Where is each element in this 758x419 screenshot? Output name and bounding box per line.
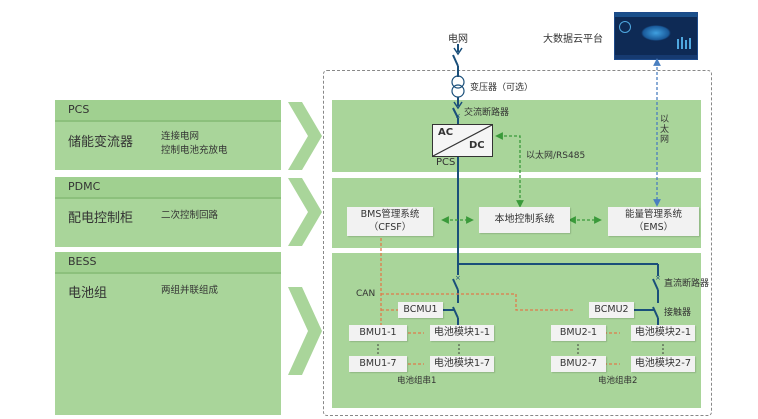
pcs-dc-label: DC bbox=[469, 140, 485, 151]
bcmu2-label: BCMU2 bbox=[594, 304, 629, 315]
bms-system-label: BMS管理系统 bbox=[360, 209, 420, 220]
bcmu1-label: BCMU1 bbox=[403, 304, 438, 315]
bmu1-1-box: BMU1-1 bbox=[349, 325, 407, 341]
panel-bess-desc-line1: 两组并联组成 bbox=[161, 285, 219, 296]
battery-module1-7-label: 电池模块1-7 bbox=[433, 358, 491, 369]
battery-module1-1-label: 电池模块1-1 bbox=[433, 327, 491, 338]
bmu2-7-label: BMU2-7 bbox=[559, 358, 598, 369]
panel-bess-code: BESS bbox=[55, 252, 281, 274]
svg-text:×: × bbox=[455, 274, 461, 282]
pcs-converter-box: AC DC bbox=[432, 124, 493, 157]
panel-pdmc-desc-line1: 二次控制回路 bbox=[161, 210, 219, 221]
chevron-right-icon bbox=[288, 178, 322, 246]
panel-pcs: PCS 储能变流器 连接电网 控制电池充放电 bbox=[55, 100, 281, 170]
converter-diagonal-icon bbox=[433, 125, 492, 156]
chevron-right-icon bbox=[288, 102, 322, 170]
battery-module2-1-label: 电池模块2-1 bbox=[634, 327, 692, 338]
panel-pdmc-name: 配电控制柜 bbox=[68, 211, 134, 226]
bmu1-1-label: BMU1-1 bbox=[359, 327, 397, 338]
ethernet-vertical-label: 以太网 bbox=[660, 115, 670, 145]
panel-pcs-desc-line2: 控制电池充放电 bbox=[161, 145, 228, 156]
panel-pcs-code: PCS bbox=[55, 100, 281, 122]
ac-breaker-label: 交流断路器 bbox=[464, 108, 510, 118]
pcs-link-label: 以太网/RS485 bbox=[526, 151, 586, 161]
battery-module2-7-box: 电池模块2-7 bbox=[631, 356, 695, 372]
power-line bbox=[443, 44, 659, 332]
bmu1-7-label: BMU1-7 bbox=[359, 358, 397, 369]
battery-module1-7-box: 电池模块1-7 bbox=[430, 356, 494, 372]
pcs-label: PCS bbox=[436, 157, 456, 168]
svg-text:×: × bbox=[455, 112, 461, 120]
string2-caption: 电池组串2 bbox=[598, 376, 638, 386]
bmu2-1-label: BMU2-1 bbox=[559, 327, 598, 338]
panel-bess: BESS 电池组 两组并联组成 bbox=[55, 252, 281, 415]
system-boundary bbox=[323, 70, 712, 416]
battery-module1-1-box: 电池模块1-1 bbox=[430, 325, 494, 341]
local-control-box: 本地控制系统 bbox=[479, 207, 570, 233]
panel-pdmc-desc: 二次控制回路 bbox=[161, 209, 218, 223]
panel-pcs-name: 储能变流器 bbox=[68, 135, 134, 150]
bms-system-sublabel: （CFSF） bbox=[368, 222, 412, 233]
bmu2-7-box: BMU2-7 bbox=[551, 356, 606, 372]
bmu2-1-box: BMU2-1 bbox=[551, 325, 606, 341]
bms-system-box: BMS管理系统 （CFSF） bbox=[347, 207, 433, 236]
ems-box: 能量管理系统 （EMS） bbox=[608, 207, 699, 236]
bcmu1-box: BCMU1 bbox=[398, 302, 443, 318]
panel-pdmc-code: PDMC bbox=[55, 177, 281, 199]
ems-sublabel: （EMS） bbox=[633, 222, 674, 233]
cloud-platform-label: 大数据云平台 bbox=[543, 34, 603, 45]
chevron-right-icon bbox=[288, 287, 322, 375]
battery-module2-1-box: 电池模块2-1 bbox=[631, 325, 695, 341]
panel-pdmc: PDMC 配电控制柜 二次控制回路 bbox=[55, 177, 281, 247]
contactor-label: 接触器 bbox=[664, 308, 692, 318]
panel-pcs-desc: 连接电网 控制电池充放电 bbox=[161, 130, 228, 158]
can-label: CAN bbox=[356, 289, 376, 299]
pcs-ac-label: AC bbox=[438, 127, 454, 138]
panel-pcs-desc-line1: 连接电网 bbox=[161, 131, 200, 142]
comm-link-green bbox=[441, 132, 602, 224]
dc-breaker-label: 直流断路器 bbox=[664, 279, 710, 289]
string1-caption: 电池组串1 bbox=[397, 376, 437, 386]
ems-label: 能量管理系统 bbox=[624, 209, 682, 220]
can-bus bbox=[380, 233, 620, 365]
cloud-dashboard-image bbox=[614, 12, 698, 60]
transformer-label: 变压器（可选） bbox=[470, 83, 534, 93]
svg-text:×: × bbox=[655, 274, 661, 282]
transformer-icon bbox=[451, 75, 465, 98]
bcmu2-box: BCMU2 bbox=[589, 302, 634, 318]
panel-bess-name: 电池组 bbox=[68, 286, 108, 301]
grid-label: 电网 bbox=[448, 34, 468, 45]
local-control-label: 本地控制系统 bbox=[494, 214, 555, 225]
bmu1-7-box: BMU1-7 bbox=[349, 356, 407, 372]
panel-bess-desc: 两组并联组成 bbox=[161, 284, 218, 298]
battery-module2-7-label: 电池模块2-7 bbox=[634, 358, 692, 369]
